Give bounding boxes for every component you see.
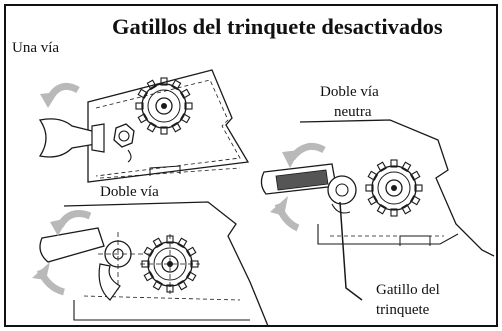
two-way-ratchet-drawing: [32, 201, 269, 327]
pawl-label-line2: trinquete: [376, 302, 430, 318]
pawl-leader-line: [339, 201, 363, 301]
diagram-frame: [4, 4, 498, 327]
diagram-title: Gatillos del trinquete desactivados: [112, 14, 443, 39]
pawl-label-line1: Gatillo del: [376, 282, 440, 298]
two-way-neutral-label-line2: neutra: [334, 104, 372, 120]
one-way-ratchet-drawing: [38, 69, 250, 183]
one-way-label: Una vía: [12, 40, 60, 56]
two-way-neutral-label-line1: Doble vía: [320, 84, 379, 100]
two-way-neutral-ratchet-drawing: [260, 119, 495, 301]
two-way-label: Doble vía: [100, 184, 159, 200]
